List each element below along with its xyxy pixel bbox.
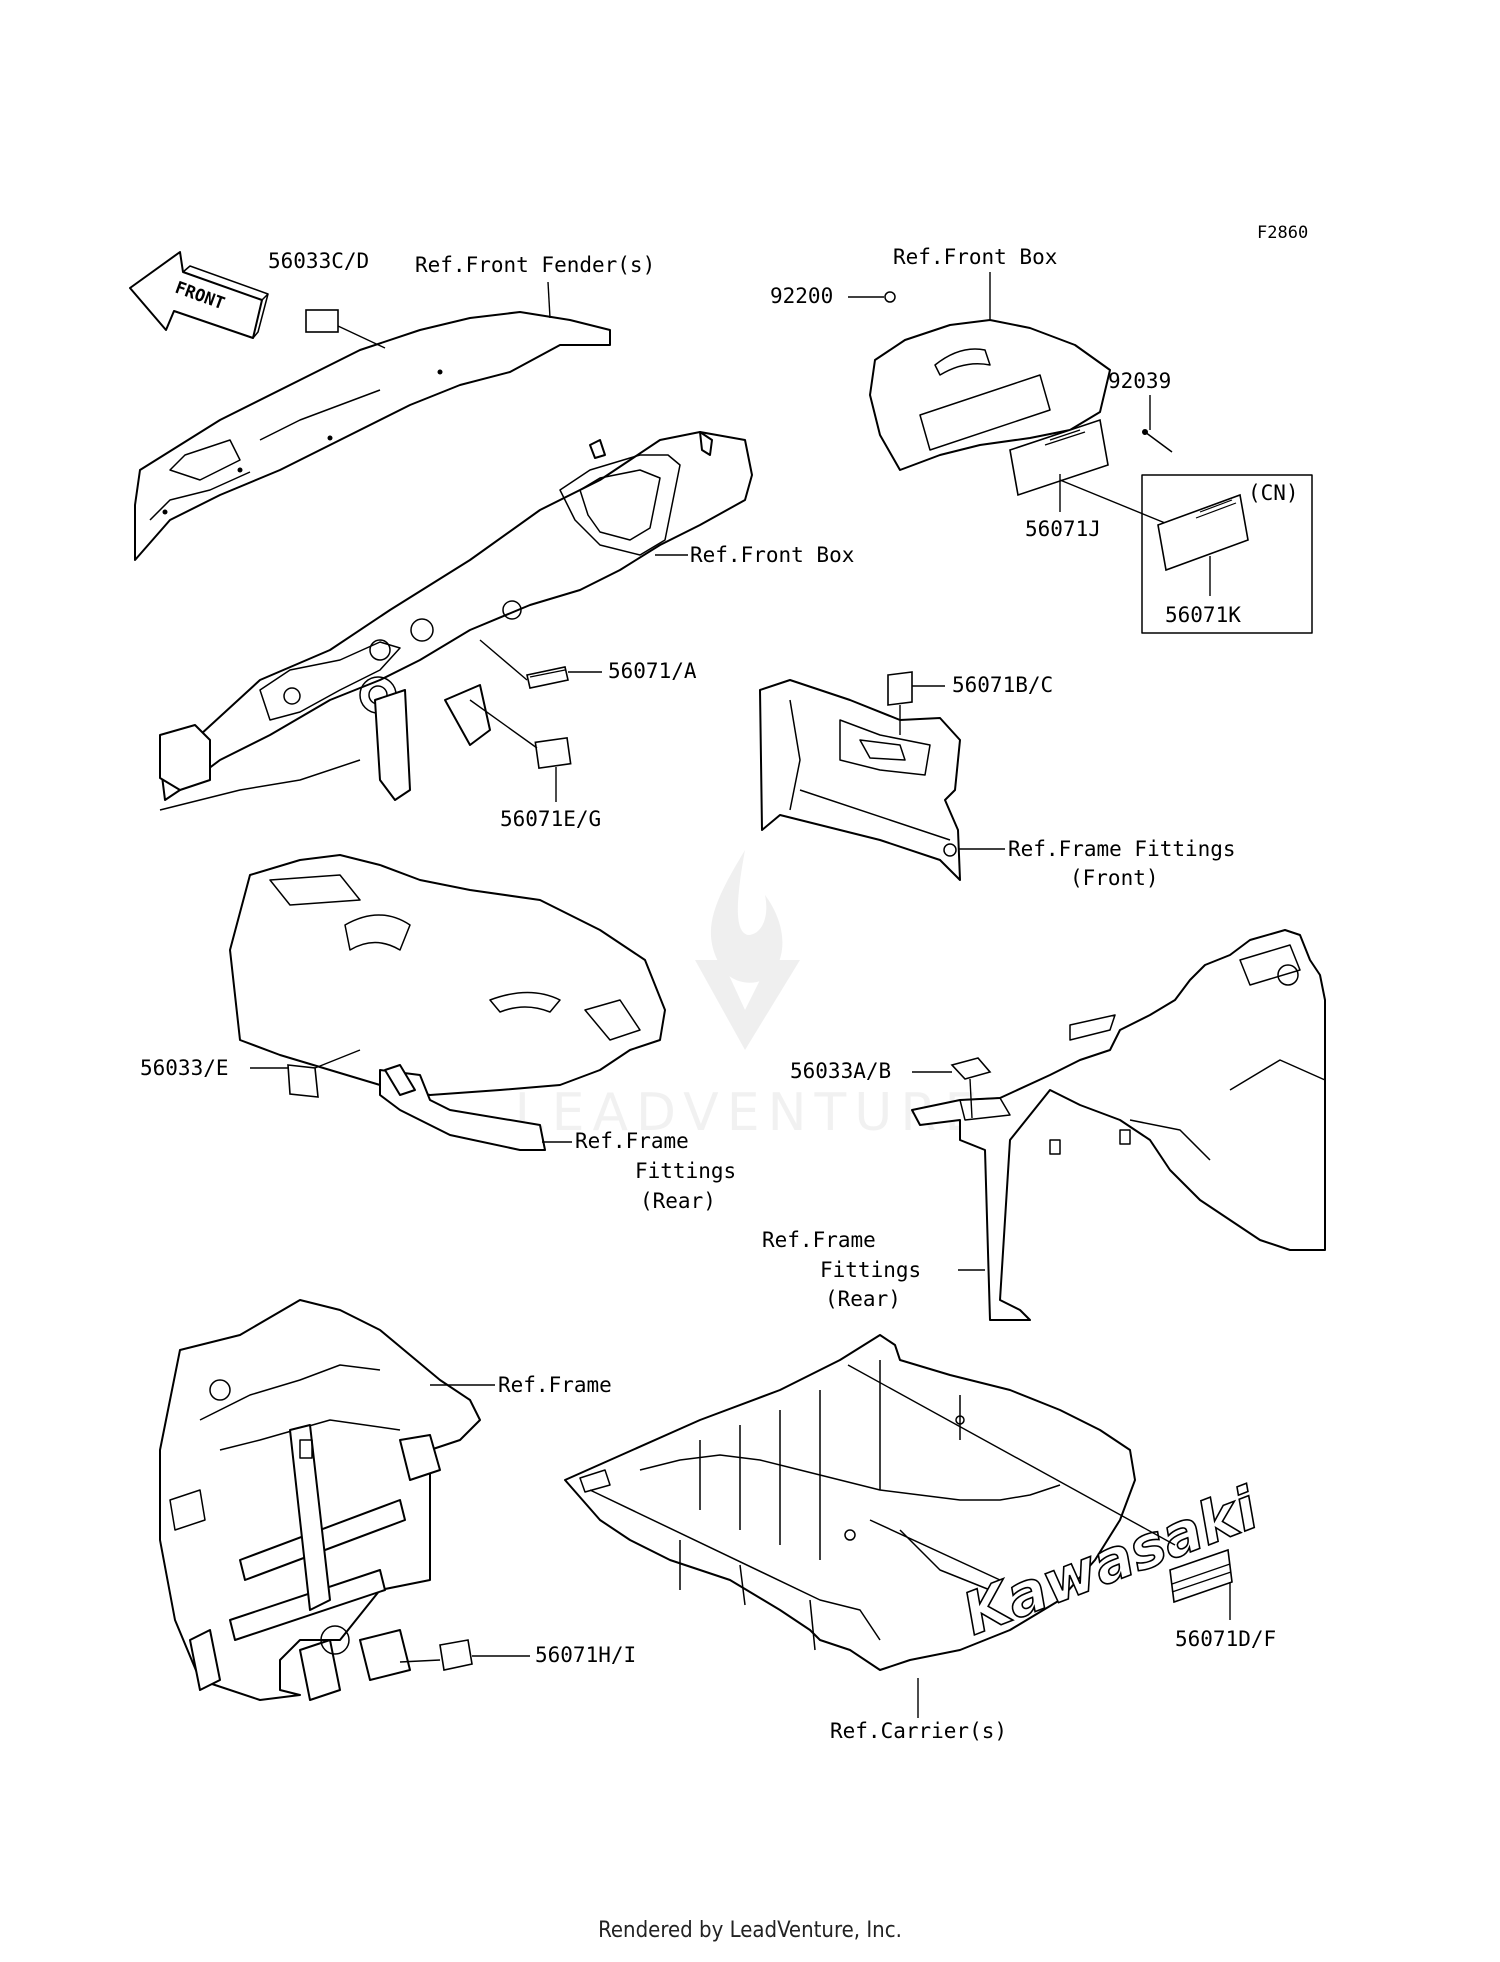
decal-56033cd	[305, 309, 339, 333]
label-92200: 92200	[770, 284, 833, 308]
label-ref-front-box-mid: Ref.Front Box	[690, 543, 854, 567]
label-56033ab: 56033A/B	[790, 1059, 891, 1083]
label-ref-frame-fittings-rear-l3: (Rear)	[640, 1189, 716, 1213]
label-56071df: 56071D/F	[1175, 1627, 1276, 1651]
cn-variant-box	[1141, 474, 1313, 634]
label-ref-frame-fittings-rear-r3: (Rear)	[825, 1287, 901, 1311]
carrier-part: Kawasaki	[564, 1334, 1268, 1671]
decal-56071j	[1009, 418, 1109, 497]
label-92039: 92039	[1108, 369, 1171, 393]
decal-56071eg	[534, 736, 572, 770]
frame-fittings-front-part	[759, 679, 961, 881]
label-ref-front-box-top: Ref.Front Box	[893, 245, 1057, 269]
dashboard-part	[159, 431, 753, 811]
frame-part	[159, 1299, 481, 1701]
label-56071bc: 56071B/C	[952, 673, 1053, 697]
label-cn: (CN)	[1248, 481, 1299, 505]
front-fender-part	[134, 311, 611, 561]
front-arrow: FRONT	[129, 251, 269, 339]
label-ref-frame-fittings-rear-l2: Fittings	[635, 1159, 736, 1183]
decal-56071df	[1169, 1548, 1233, 1604]
footer-credit: Rendered by LeadVenture, Inc.	[598, 1918, 902, 1943]
front-box-part	[869, 319, 1111, 471]
label-ref-front-fender: Ref.Front Fender(s)	[415, 253, 655, 277]
label-ref-frame-fittings-front-1: Ref.Frame Fittings	[1008, 837, 1236, 861]
decal-56071k	[1157, 493, 1249, 572]
decal-56071a	[526, 666, 569, 689]
label-ref-frame-fittings-front-2: (Front)	[1070, 866, 1159, 890]
diagram-code: F2860	[1257, 223, 1308, 243]
clip-92039	[1144, 431, 1173, 453]
label-56033e: 56033/E	[140, 1056, 229, 1080]
leadventure-watermark: LEADVENTURE	[515, 850, 986, 1143]
decal-56071bc	[887, 671, 913, 706]
label-ref-frame-fittings-rear-l1: Ref.Frame	[575, 1129, 689, 1153]
label-56071j: 56071J	[1025, 517, 1101, 541]
label-56071k: 56071K	[1165, 603, 1241, 627]
decal-56033e	[287, 1064, 319, 1098]
decal-56033ab	[950, 1057, 992, 1080]
label-ref-frame: Ref.Frame	[498, 1373, 612, 1397]
label-ref-frame-fittings-rear-r1: Ref.Frame	[762, 1228, 876, 1252]
label-ref-carrier: Ref.Carrier(s)	[830, 1719, 1007, 1743]
label-56071hi: 56071H/I	[535, 1643, 636, 1667]
rear-frame-fittings-part	[911, 929, 1326, 1321]
center-console-part	[229, 854, 666, 1151]
label-56071a: 56071/A	[608, 659, 697, 683]
grommet-92200	[884, 291, 896, 303]
label-56071eg: 56071E/G	[500, 807, 601, 831]
label-56033cd: 56033C/D	[268, 249, 369, 273]
label-ref-frame-fittings-rear-r2: Fittings	[820, 1258, 921, 1282]
decal-56071hi	[439, 1639, 473, 1671]
svg-text:LEADVENTURE: LEADVENTURE	[515, 1083, 986, 1143]
